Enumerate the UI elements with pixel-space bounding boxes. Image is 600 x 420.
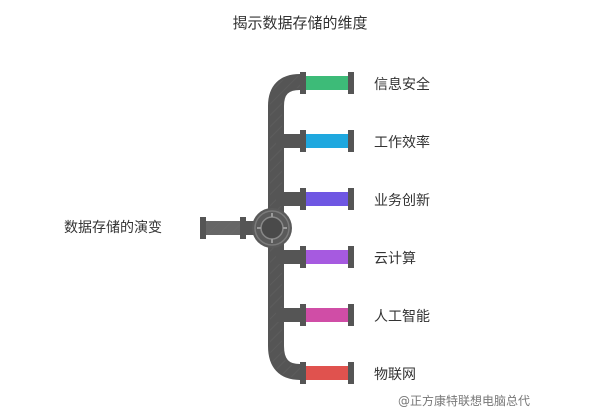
- connector-info-security: [300, 72, 354, 94]
- connector-work-efficiency: [300, 130, 354, 152]
- hub-valve: [252, 208, 292, 248]
- root-label: 数据存储的演变: [64, 220, 162, 236]
- branch-label-ai: 人工智能: [374, 309, 430, 325]
- diagram-title: 揭示数据存储的维度: [232, 14, 368, 32]
- branch-label-iot: 物联网: [374, 367, 416, 383]
- connector-ai: [300, 304, 354, 326]
- branch-label-cloud-computing: 云计算: [374, 251, 416, 267]
- branch-connectors: [300, 72, 354, 384]
- branch-stubs: [276, 134, 302, 322]
- connector-iot: [300, 362, 354, 384]
- connector-cloud-computing: [300, 246, 354, 268]
- connector-business-innovation: [300, 188, 354, 210]
- branch-label-info-security: 信息安全: [374, 77, 430, 93]
- branch-label-business-innovation: 业务创新: [374, 193, 430, 209]
- watermark-text: @正方康特联想电脑总代: [398, 394, 531, 408]
- branch-label-work-efficiency: 工作效率: [374, 135, 430, 151]
- root-pipe: [200, 217, 260, 239]
